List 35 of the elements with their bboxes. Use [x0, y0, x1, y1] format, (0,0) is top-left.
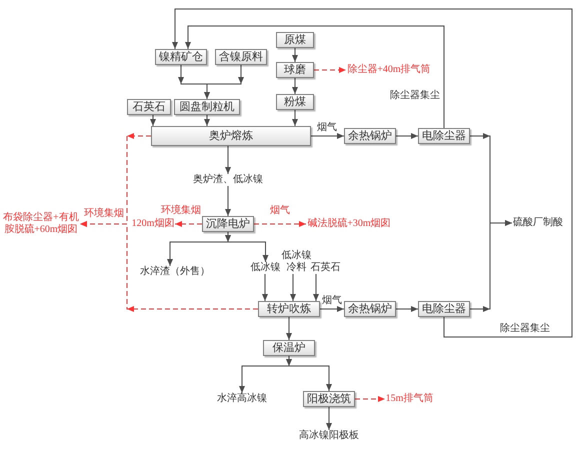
material-label: 高冰镍阳极板 — [299, 430, 359, 442]
edge-label: 环境集烟 — [161, 205, 201, 216]
edge-label: 环境集烟 — [84, 208, 124, 219]
process-box: 阳极浇筑 — [303, 391, 355, 407]
emission-outlet-label: 布袋除尘器+有机胺脱硫+60m烟囱 — [2, 212, 80, 236]
process-box: 奥炉熔炼 — [151, 126, 311, 146]
emission-outlet-label: 碱法脱硫+30m烟囱 — [306, 218, 392, 230]
material-label: 奥炉渣、低冰镍 — [193, 174, 263, 186]
edge-label: 除尘器集尘 — [390, 90, 440, 101]
material-label: 水淬高冰镍 — [217, 393, 267, 405]
process-box: 石英石 — [127, 99, 171, 115]
edge-label: 烟气 — [270, 205, 290, 216]
edge-label: 烟气 — [322, 295, 342, 306]
process-box: 镍精矿仓 — [155, 49, 207, 65]
process-box: 保温炉 — [263, 340, 315, 356]
material-label: 石英石 — [310, 262, 341, 274]
process-box: 粉煤 — [276, 94, 314, 110]
process-box: 转炉吹炼 — [258, 301, 320, 317]
destination-label: 硫酸厂制酸 — [512, 217, 564, 229]
process-box: 含镍原料 — [215, 49, 267, 65]
process-box: 沉降电炉 — [202, 216, 254, 232]
process-box: 原煤 — [276, 32, 314, 48]
edge-label: 烟气 — [317, 122, 337, 133]
material-label: 低冰镍 — [250, 262, 281, 274]
emission-outlet-label: 除尘器+40m排气筒 — [346, 64, 432, 76]
emission-outlet-label: 15m排气筒 — [385, 393, 434, 405]
edge-label: 除尘器集尘 — [500, 323, 550, 334]
process-box: 余热锅炉 — [344, 128, 396, 144]
material-label: 低冰镍冷料 — [281, 250, 312, 274]
process-box: 球磨 — [276, 62, 314, 78]
process-box: 余热锅炉 — [344, 301, 396, 317]
emission-outlet-label: 120m烟囱 — [131, 218, 175, 230]
process-box: 电除尘器 — [418, 128, 470, 144]
process-box: 圆盘制粒机 — [174, 99, 240, 115]
process-box: 电除尘器 — [418, 301, 470, 317]
